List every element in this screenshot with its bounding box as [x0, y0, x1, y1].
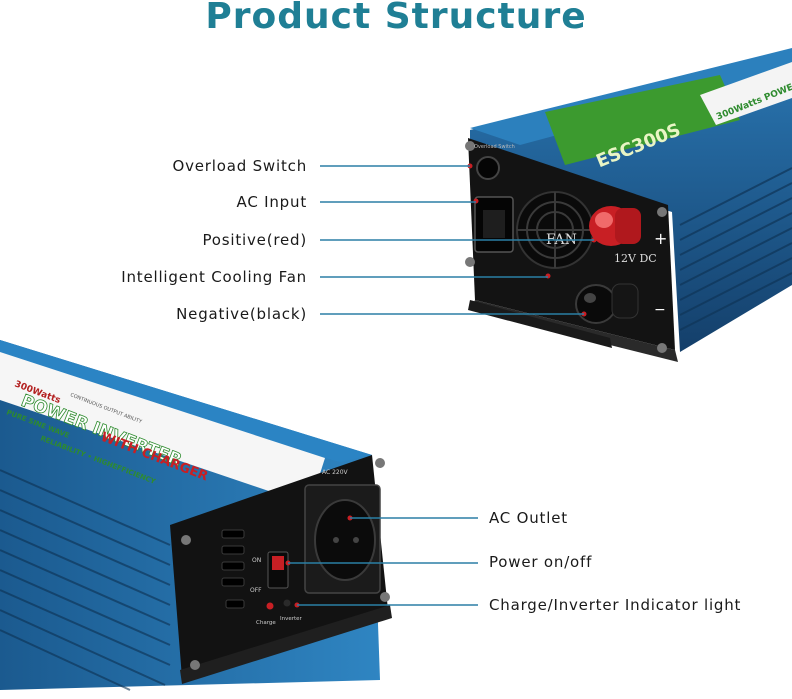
bottom-sticker: [0, 352, 325, 505]
callout-negative: Negative(black): [176, 305, 307, 323]
overload-switch: [476, 156, 500, 180]
svg-text:12V DC: 12V DC: [614, 252, 657, 265]
svg-text:AC 220V: AC 220V: [322, 469, 349, 476]
callout-cooling-fan: Intelligent Cooling Fan: [121, 268, 307, 286]
top-unit-front-panel: Overload Switch FAN + 12V DC −: [465, 138, 678, 362]
inverter-indicator-light: [283, 599, 291, 607]
svg-text:Inverter: Inverter: [280, 616, 303, 622]
bottom-unit-front-panel: AC 220V ON OFF Charge Inverter: [170, 455, 392, 684]
svg-text:OFF: OFF: [250, 587, 262, 594]
negative-terminal: [575, 284, 617, 324]
charge-indicator-light: [266, 602, 274, 610]
model-plate: [545, 75, 740, 165]
top-leader-lines: [320, 165, 594, 315]
top-unit-body: ESC300S 300Watts POWER: [470, 48, 792, 352]
svg-text:Overload Switch: Overload Switch: [474, 144, 515, 150]
svg-text:+: +: [654, 229, 667, 248]
callout-ac-input: AC Input: [236, 193, 307, 211]
bottom-leader-lines: [288, 517, 478, 606]
callout-ac-outlet: AC Outlet: [489, 509, 568, 527]
page-title: Product Structure: [205, 0, 587, 37]
svg-text:−: −: [654, 302, 666, 318]
callout-power-switch: Power on/off: [489, 553, 593, 571]
svg-text:ON: ON: [252, 557, 261, 564]
callout-indicator-light: Charge/Inverter Indicator light: [489, 596, 742, 614]
svg-text:Charge: Charge: [256, 620, 276, 626]
callout-overload-switch: Overload Switch: [172, 157, 307, 175]
callout-positive: Positive(red): [202, 231, 307, 249]
